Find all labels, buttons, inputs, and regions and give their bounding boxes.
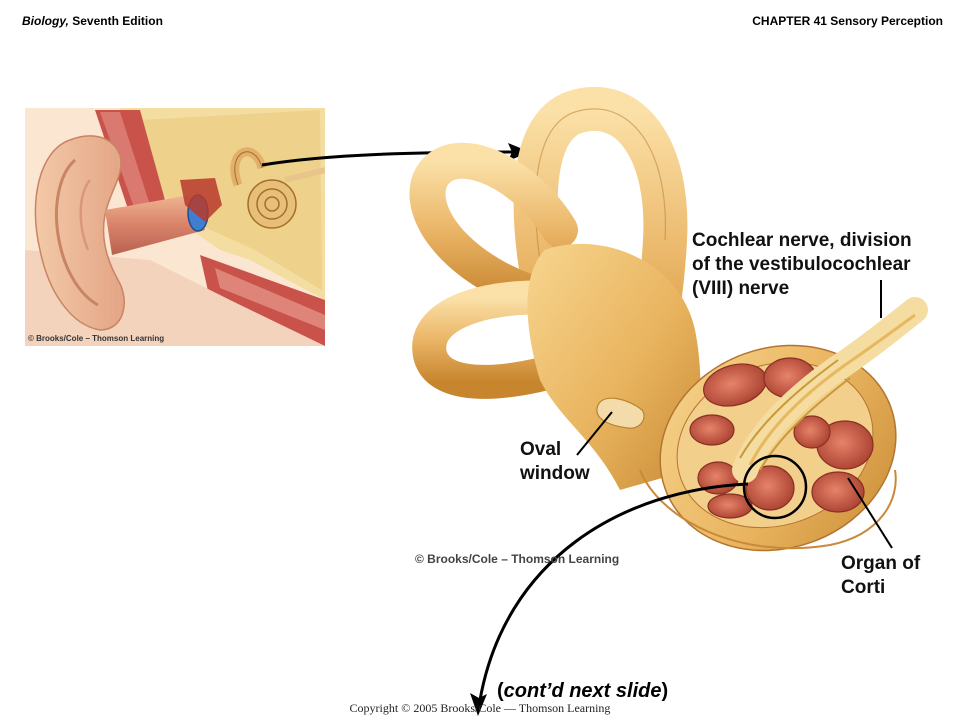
oval-window-label-line-2: window xyxy=(520,463,590,484)
oval-window-leader-line xyxy=(576,411,613,456)
continued-next-slide-note: (cont’d next slide) xyxy=(497,680,668,703)
copyright-notice: Copyright © 2005 Brooks/Cole — Thomson L… xyxy=(349,701,611,715)
organ-of-corti-label-line-1: Organ of xyxy=(841,553,921,574)
zoom-arrowhead xyxy=(508,143,530,161)
enlarged-credit: © Brooks/Cole – Thomson Learning xyxy=(415,552,619,566)
contd-close-paren: ) xyxy=(661,680,669,702)
oval-window-label: Oval window xyxy=(520,438,590,486)
contd-open-paren: ( xyxy=(497,680,504,702)
cochlear-nerve-label-line-2: of the vestibulocochlear xyxy=(692,254,911,275)
organ-of-corti-leader-line xyxy=(847,477,893,549)
oval-window-label-line-1: Oval xyxy=(520,439,562,460)
book-title-header: Biology, Seventh Edition xyxy=(22,14,163,28)
thumbnail-credit: © Brooks/Cole – Thomson Learning xyxy=(28,334,164,343)
organ-of-corti-label: Organ of Corti xyxy=(841,552,920,600)
book-title: Biology, xyxy=(22,14,69,28)
contd-text: cont’d next slide xyxy=(503,680,662,702)
organ-of-corti-label-line-2: Corti xyxy=(841,577,886,598)
chapter-header: CHAPTER 41 Sensory Perception xyxy=(752,14,943,28)
cochlear-nerve-label-line-3: (VIII) nerve xyxy=(692,278,790,299)
cochlear-nerve-label-line-1: Cochlear nerve, division xyxy=(692,230,912,251)
organ-of-corti-highlight-circle xyxy=(742,454,808,520)
continuation-arrow xyxy=(478,482,749,701)
cochlear-nerve-label: Cochlear nerve, division of the vestibul… xyxy=(692,229,912,301)
outer-ear-thumbnail xyxy=(25,108,325,346)
book-edition: Seventh Edition xyxy=(72,14,163,28)
inner-ear-enlarged xyxy=(409,86,928,552)
continuation-arrowhead xyxy=(470,693,487,716)
